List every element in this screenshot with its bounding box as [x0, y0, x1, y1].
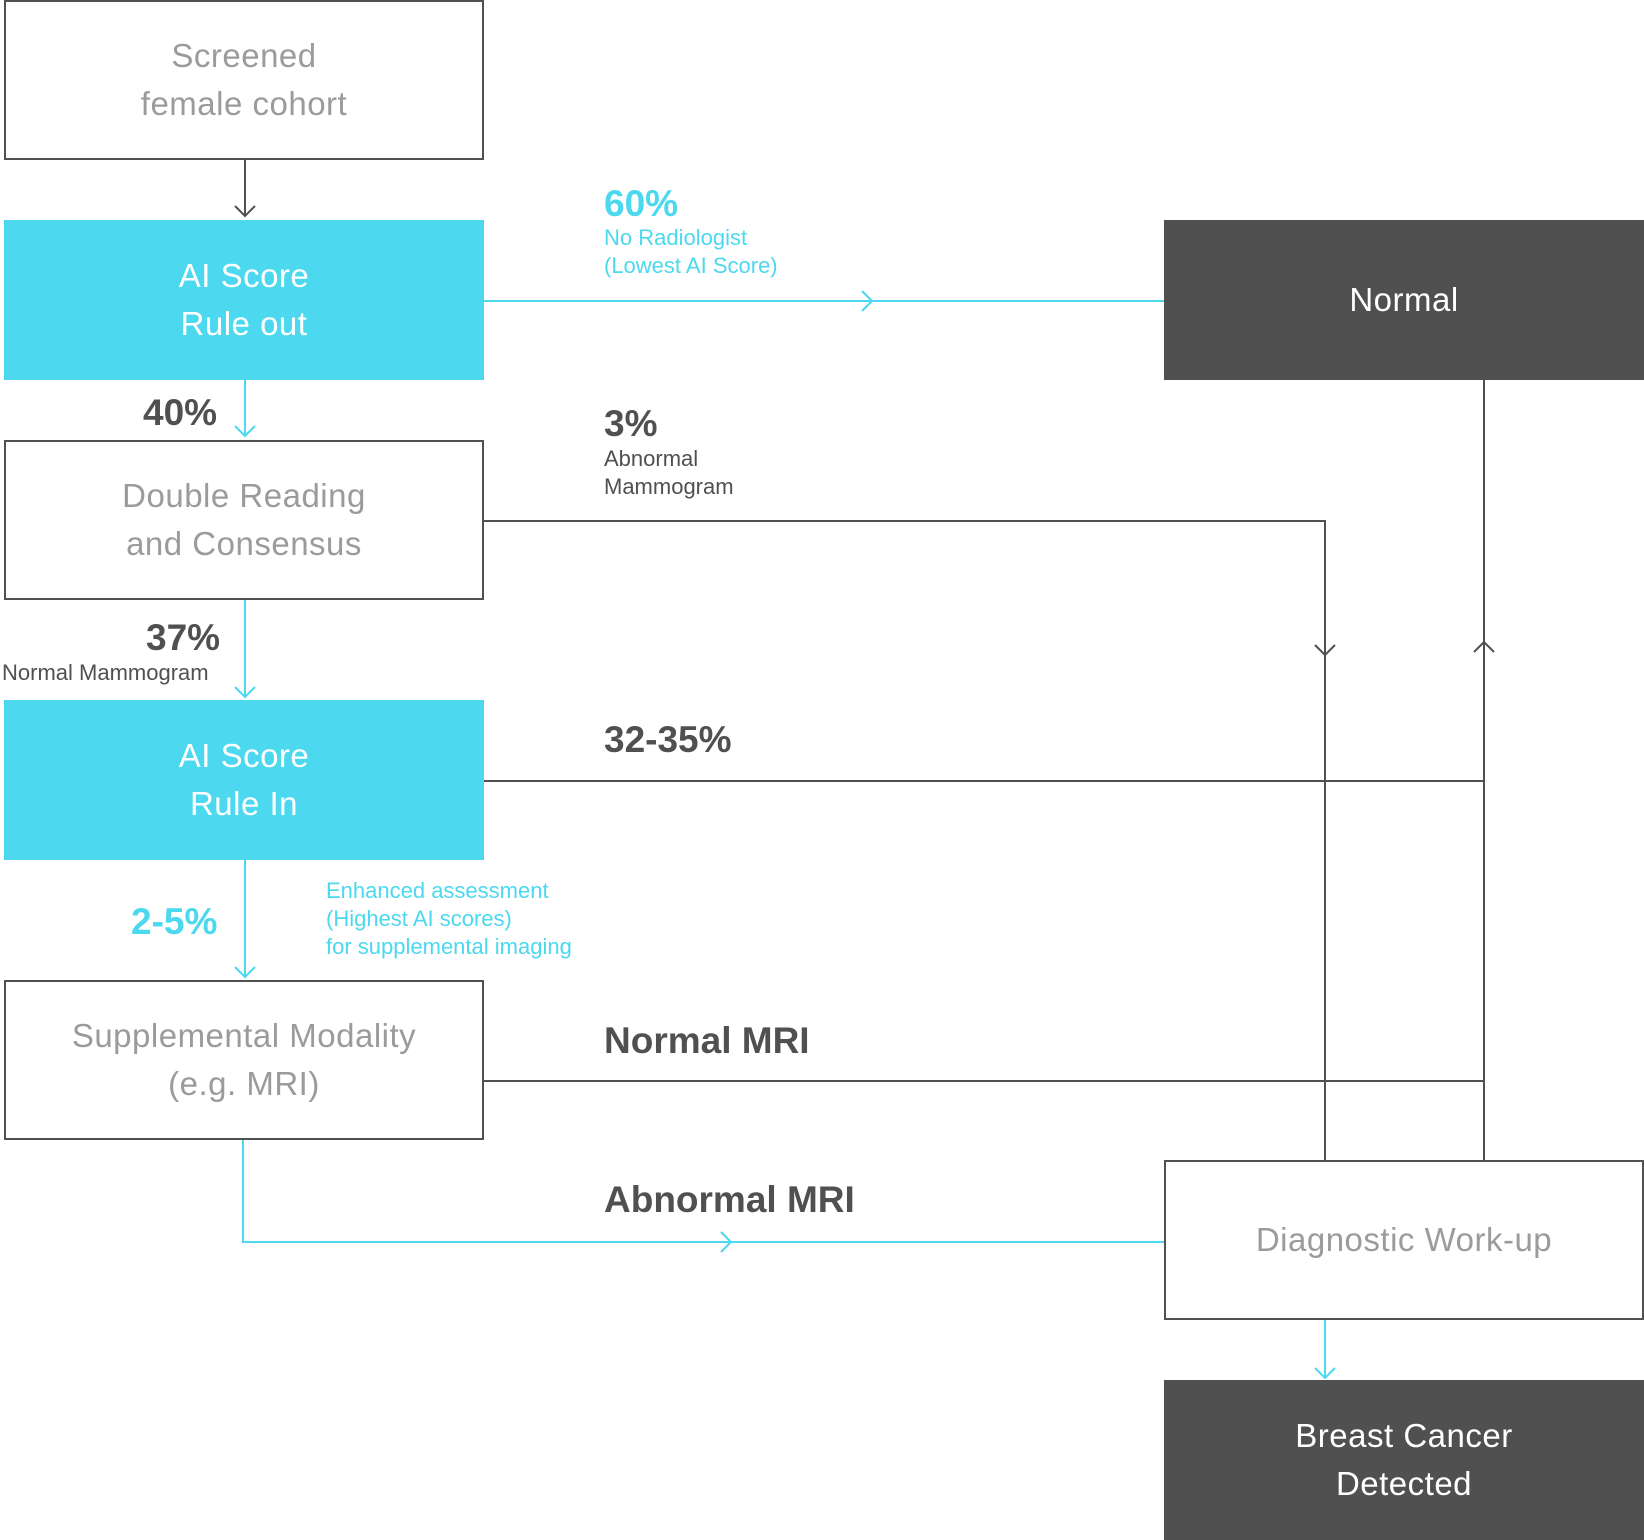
diagnostic-work-up-box: Diagnostic Work-up	[1164, 1160, 1644, 1320]
label-enhanced-assessment: Enhanced assessment	[326, 878, 549, 903]
arrow-double-reading-to-diagnostic	[484, 520, 1326, 1161]
label-37-percent: 37%	[146, 617, 221, 658]
double-reading-line-1: Double Reading	[122, 477, 366, 514]
rule-in-line-1: AI Score	[178, 737, 310, 774]
label-abnormal: Abnormal	[604, 446, 699, 471]
rule-out-line-2: Rule out	[180, 305, 308, 342]
breast-cancer-detected-box: Breast Cancer Detected	[1164, 1380, 1644, 1540]
ai-score-rule-in-box: AI Score Rule In	[4, 700, 484, 860]
arrowhead-diagnostic-to-cancer	[1314, 1367, 1336, 1380]
label-abnormal-mri: Abnormal MRI	[604, 1179, 855, 1220]
label-no-radiologist: No Radiologist	[604, 225, 748, 250]
ai-score-rule-out-box: AI Score Rule out	[4, 220, 484, 380]
label-lowest-ai-score: (Lowest AI Score)	[604, 253, 778, 278]
label-32-35-percent: 32-35%	[604, 719, 732, 760]
label-normal-mri: Normal MRI	[604, 1020, 810, 1061]
cohort-box: Screened female cohort	[4, 0, 484, 160]
arrowhead-rule-out-to-normal	[861, 290, 874, 312]
arrowhead-diagnostic-to-normal	[1473, 640, 1495, 653]
cancer-line-2: Detected	[1335, 1465, 1473, 1502]
supplemental-line-2: (e.g. MRI)	[168, 1065, 320, 1102]
normal-label: Normal	[1349, 281, 1459, 318]
cancer-line-1: Breast Cancer	[1295, 1417, 1513, 1454]
double-reading-line-2: and Consensus	[126, 525, 362, 562]
label-highest-ai-scores: (Highest AI scores)	[326, 906, 512, 931]
cohort-line-2: female cohort	[140, 85, 348, 122]
arrowhead-cohort-to-rule-out	[234, 205, 256, 218]
supplemental-modality-box: Supplemental Modality (e.g. MRI)	[4, 980, 484, 1140]
arrowhead-supplemental-to-diagnostic	[720, 1231, 733, 1253]
normal-box: Normal	[1164, 220, 1644, 380]
arrow-supplemental-to-diagnostic	[242, 1140, 1164, 1243]
supplemental-line-1: Supplemental Modality	[71, 1017, 417, 1054]
label-3-percent: 3%	[604, 403, 658, 444]
double-reading-box: Double Reading and Consensus	[4, 440, 484, 600]
diagnostic-label: Diagnostic Work-up	[1255, 1221, 1553, 1258]
arrowhead-rule-out-to-double-reading	[234, 425, 256, 438]
arrowhead-double-reading-to-rule-in	[234, 686, 256, 699]
rule-in-line-2: Rule In	[189, 785, 299, 822]
label-for-supplemental-imaging: for supplemental imaging	[326, 934, 572, 959]
label-normal-mammogram: Normal Mammogram	[2, 660, 209, 685]
cohort-line-1: Screened	[171, 37, 317, 74]
label-2-5-percent: 2-5%	[131, 901, 218, 942]
rule-out-line-1: AI Score	[178, 257, 310, 294]
arrowhead-double-reading-to-diagnostic	[1314, 644, 1336, 657]
label-60-percent: 60%	[604, 183, 679, 224]
arrowhead-rule-in-to-supplemental	[234, 966, 256, 979]
label-mammogram: Mammogram	[604, 474, 734, 499]
label-40-percent: 40%	[143, 392, 218, 433]
